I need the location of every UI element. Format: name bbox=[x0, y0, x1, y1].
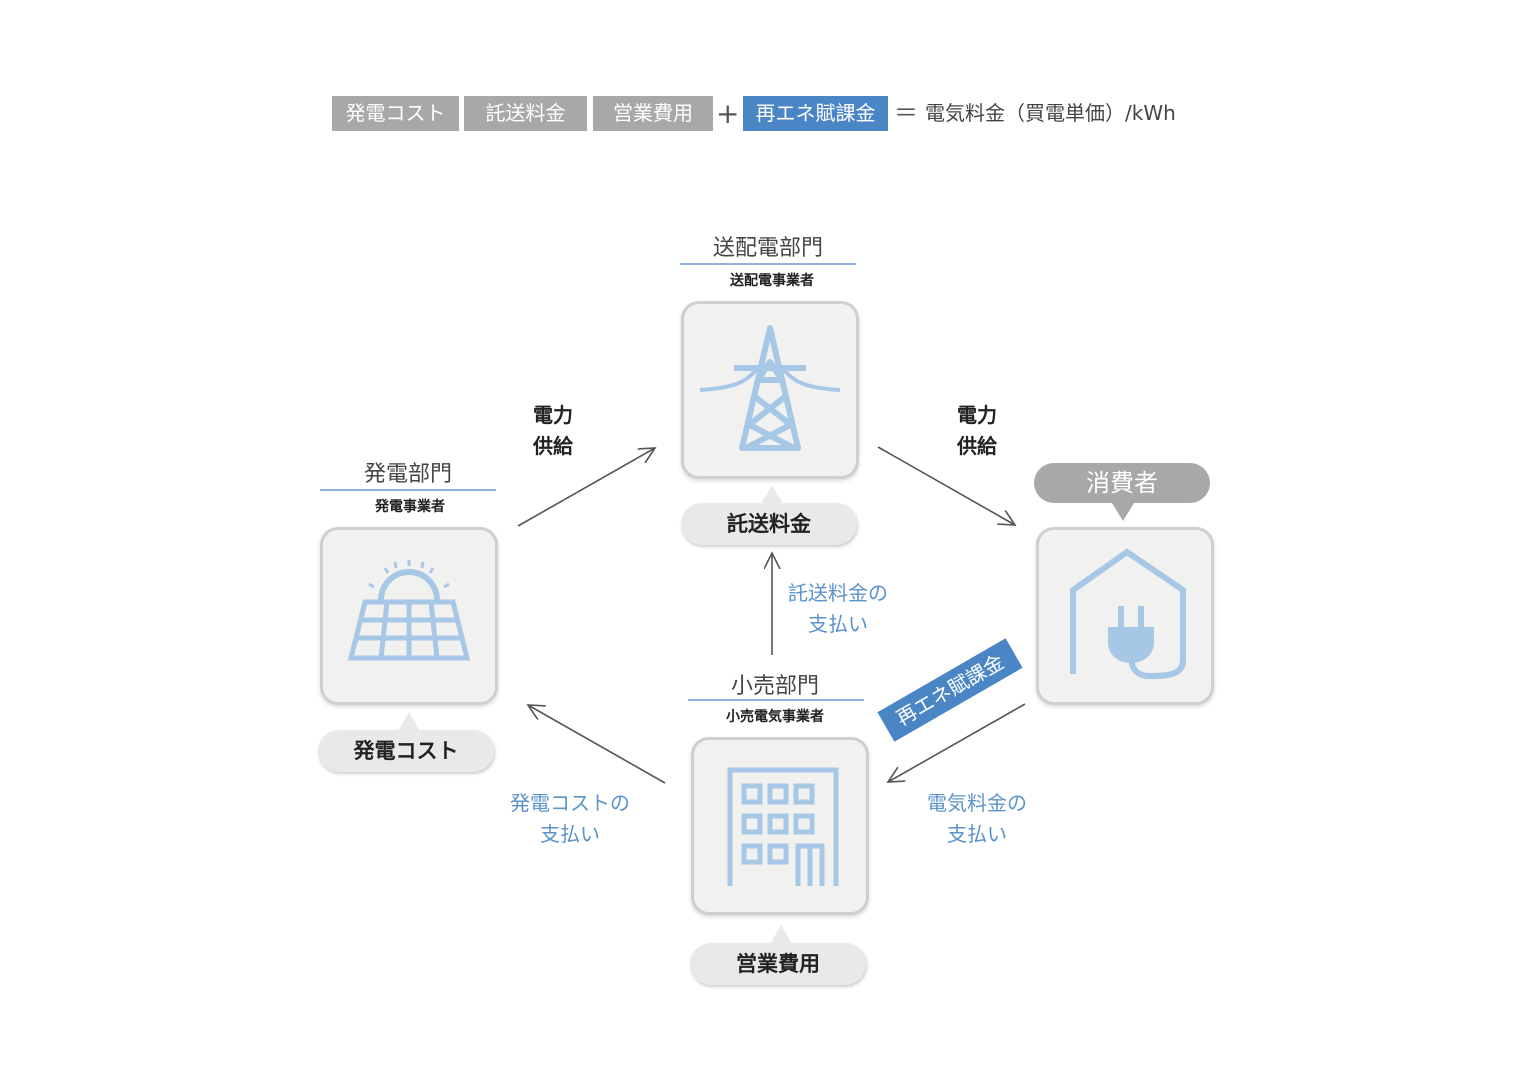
formula-term-transmission-fee: 託送料金 bbox=[464, 96, 587, 131]
supply-label-left: 電力供給 bbox=[513, 400, 593, 462]
transmission-box bbox=[681, 301, 859, 479]
pay-generation-line2: 支払い bbox=[540, 822, 600, 846]
retail-underline bbox=[688, 699, 864, 701]
retail-cost-bubble: 営業費用 bbox=[690, 925, 866, 985]
formula-term-surcharge: 再エネ賦課金 bbox=[743, 96, 888, 131]
transmission-subtitle: 送配電事業者 bbox=[730, 273, 814, 289]
consumer-pointer bbox=[1112, 503, 1134, 521]
formula-equals: ＝ bbox=[894, 99, 918, 127]
arrow-consumer-to-retail bbox=[888, 703, 1026, 782]
formula-result: 電気料金（買電単価）/kWh bbox=[925, 101, 1176, 125]
supply-right-line2: 供給 bbox=[957, 434, 997, 458]
generation-box bbox=[320, 527, 498, 705]
supply-label-right: 電力供給 bbox=[937, 400, 1017, 462]
solar-panel-icon bbox=[347, 560, 471, 661]
arrow-retail-to-generation bbox=[528, 705, 666, 784]
generation-payment-label: 発電コストの支払い bbox=[490, 788, 650, 850]
supply-left-line1: 電力 bbox=[533, 403, 573, 427]
pay-electricity-line2: 支払い bbox=[947, 822, 1007, 846]
transmission-underline bbox=[680, 263, 856, 265]
consumer-box bbox=[1036, 527, 1214, 705]
retail-title: 小売部門 bbox=[730, 674, 819, 699]
transmission-tower-icon bbox=[699, 325, 841, 451]
formula-term-operating-cost: 営業費用 bbox=[593, 96, 713, 131]
generation-underline bbox=[320, 489, 496, 491]
transmission-cost-bubble: 託送料金 bbox=[681, 485, 857, 545]
formula-term-generation-cost: 発電コスト bbox=[332, 96, 459, 131]
house-plug-icon bbox=[1070, 548, 1186, 680]
consumer-title: 消費者 bbox=[1086, 469, 1158, 497]
formula-plus: + bbox=[716, 97, 740, 130]
electricity-payment-label: 電気料金の支払い bbox=[907, 788, 1047, 850]
generation-subtitle: 発電事業者 bbox=[375, 499, 445, 515]
consumer-title-bubble: 消費者 bbox=[1034, 463, 1210, 521]
retail-cost-label: 営業費用 bbox=[736, 952, 820, 976]
pay-electricity-line1: 電気料金の bbox=[927, 791, 1027, 815]
pay-transmission-line2: 支払い bbox=[808, 612, 868, 636]
transmission-payment-label: 託送料金の支払い bbox=[768, 578, 908, 640]
generation-cost-bubble: 発電コスト bbox=[318, 712, 494, 772]
supply-left-line2: 供給 bbox=[533, 434, 573, 458]
transmission-title: 送配電部門 bbox=[712, 236, 823, 261]
arrow-generation-to-transmission bbox=[517, 448, 655, 527]
generation-cost-label: 発電コスト bbox=[353, 739, 459, 763]
pay-generation-line1: 発電コストの bbox=[510, 791, 630, 815]
retail-box bbox=[691, 737, 869, 915]
generation-title: 発電部門 bbox=[363, 462, 452, 487]
arrow-transmission-to-consumer bbox=[877, 446, 1015, 525]
building-icon bbox=[727, 767, 839, 886]
transmission-cost-label: 託送料金 bbox=[727, 512, 811, 536]
pay-transmission-line1: 託送料金の bbox=[788, 581, 888, 605]
supply-right-line1: 電力 bbox=[957, 403, 997, 427]
retail-subtitle: 小売電気事業者 bbox=[726, 709, 824, 725]
